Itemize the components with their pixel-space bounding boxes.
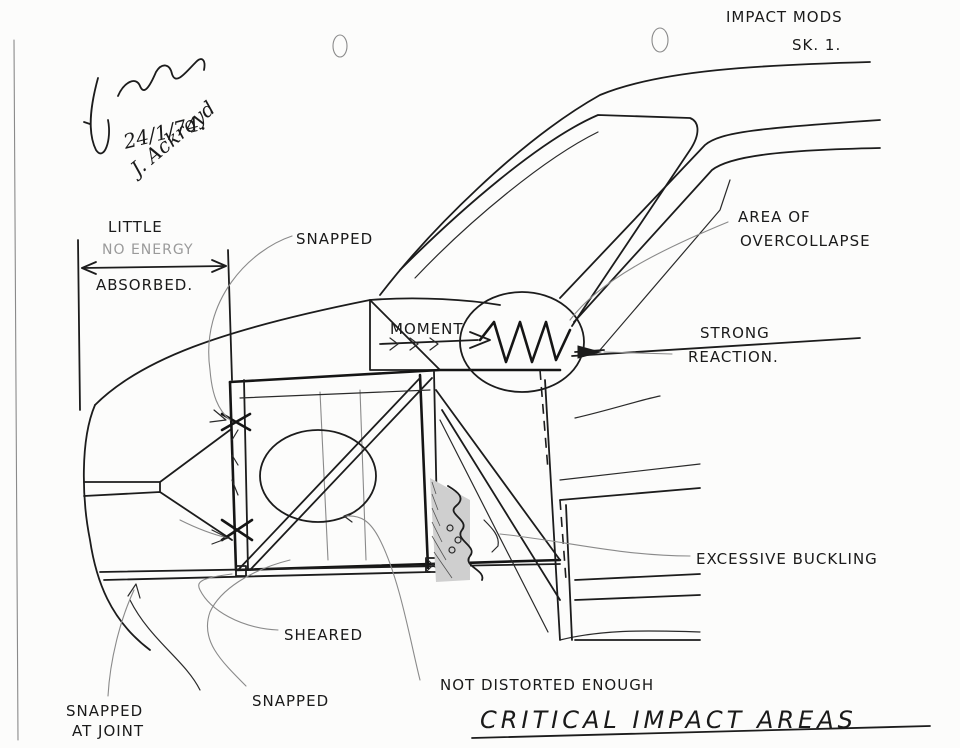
snapped-bottom-label: SNAPPED (252, 692, 329, 710)
dashed-guide-2 (560, 500, 566, 580)
punch-holes (333, 28, 668, 57)
snapped-top-label: SNAPPED (296, 230, 373, 248)
not-distorted-label: NOT DISTORTED ENOUGH (440, 676, 654, 694)
little-energy-label-line2: NO ENERGY (102, 242, 194, 258)
excessive-buckling-label: EXCESSIVE BUCKLING (696, 550, 878, 568)
absorbed-label: ABSORBED. (96, 276, 193, 294)
front-struts (84, 414, 440, 576)
title-line1: IMPACT MODS (726, 8, 843, 26)
overcollapse-label-line2: OVERCOLLAPSE (740, 232, 871, 250)
sheared-label: SHEARED (284, 626, 363, 644)
moment-label: MOMENT (390, 320, 464, 338)
undistorted-zone (260, 430, 376, 522)
strong-reaction-label-line1: STRONG (700, 324, 770, 342)
strong-reaction-label-line2: REACTION. (688, 348, 779, 366)
overcollapse-label-line1: AREA OF (738, 208, 811, 226)
title-line2: SK. 1. (792, 36, 841, 54)
snapped-at-joint-label-line1: SNAPPED (66, 702, 143, 720)
margin-line (14, 40, 18, 740)
dimension-bracket (78, 240, 232, 410)
little-energy-label-line1: LITTLE (108, 218, 163, 236)
buckling-zone (430, 478, 498, 582)
crush-box-frame (100, 370, 572, 640)
caption-title: CRITICAL IMPACT AREAS (480, 706, 857, 734)
overcollapse-zone (380, 292, 604, 392)
snapped-at-joint-label-line2: AT JOINT (72, 722, 144, 740)
leader-lines (108, 222, 728, 696)
